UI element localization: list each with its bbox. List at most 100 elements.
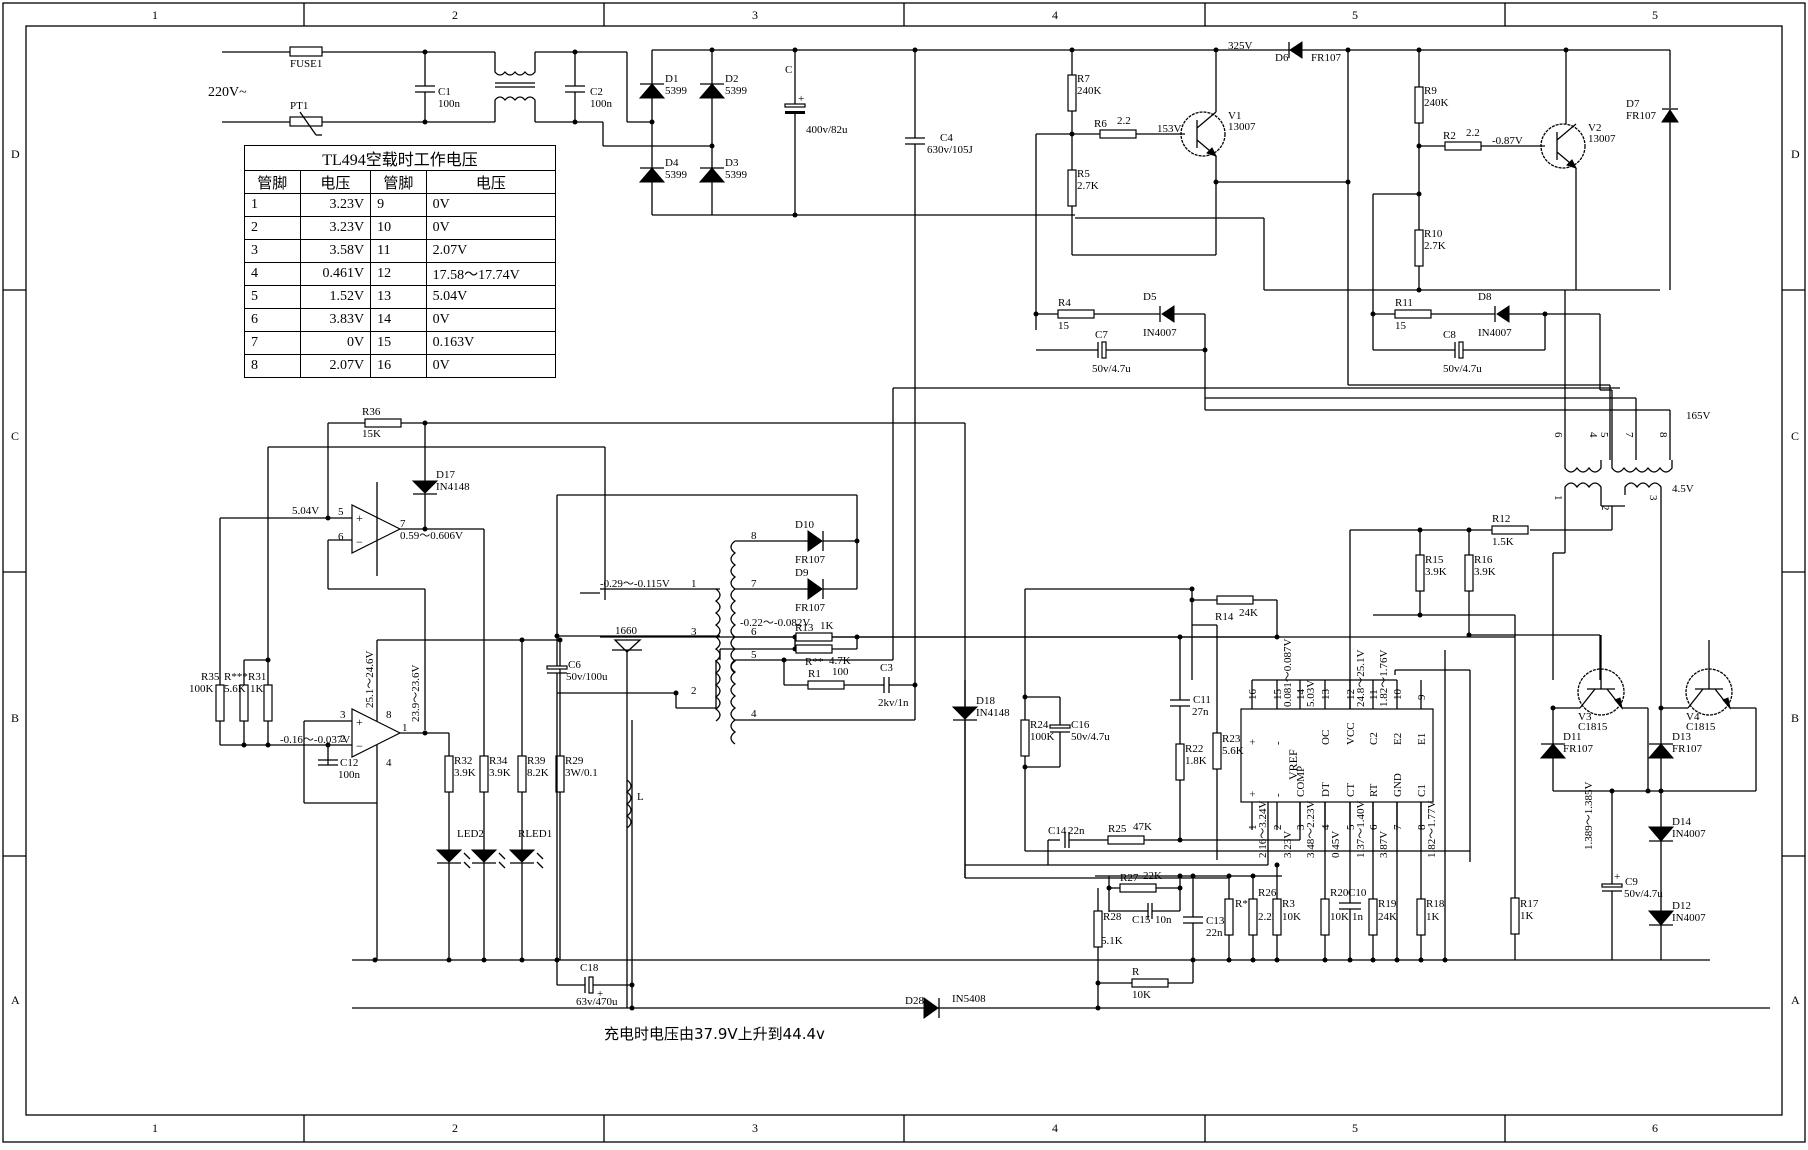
d4-value: 5399 — [665, 169, 688, 181]
r31-value: 1K — [250, 683, 264, 695]
diode-d14 — [1647, 826, 1675, 842]
ic-pin-label: C1 — [1416, 784, 1428, 797]
d1-value: 5399 — [665, 85, 688, 97]
r25-value: 47K — [1133, 821, 1152, 833]
t1-pin: 2 — [1599, 505, 1611, 511]
d6-label: D6 — [1275, 52, 1289, 64]
row-label: A — [1791, 993, 1800, 1007]
r34-label: R34 — [489, 755, 508, 767]
table-header: 管脚 — [244, 170, 301, 194]
r1-label: R1 — [808, 668, 821, 680]
t2-pin: 8 — [751, 530, 757, 542]
row-label: D — [1791, 147, 1800, 161]
diode-d17 — [411, 480, 439, 494]
r27-value: 22K — [1143, 870, 1162, 882]
r-value: 10K — [1132, 989, 1151, 1001]
q1660-label: 1660 — [615, 625, 638, 637]
c12-label: C12 — [340, 757, 358, 769]
half-bridge-v2: R9 240K R10 2.7K R2 2.2 -0.87V V2 13007 … — [1372, 47, 1679, 350]
opamp-pin: 4 — [386, 757, 392, 769]
rpp-label: R** — [805, 656, 823, 668]
t1-voltage-165: 165V — [1686, 410, 1711, 422]
rled1-label: RLED1 — [518, 828, 552, 840]
r23-value: 5.6K — [1222, 745, 1244, 757]
inductor-label: L — [637, 791, 644, 803]
rxx-value: 5.6K — [224, 683, 246, 695]
ic-pin-label: GND — [1392, 773, 1404, 797]
c14-value: 22n — [1068, 825, 1085, 837]
c4-value: 630v/105J — [927, 144, 974, 156]
r14-label: R14 — [1215, 611, 1234, 623]
t1-pin: 1 — [1552, 495, 1564, 501]
column-label: 3 — [752, 8, 758, 22]
d12-label: D12 — [1672, 900, 1691, 912]
c2-value: 100n — [590, 98, 613, 110]
r10-label: R10 — [1424, 228, 1443, 240]
voltage-cell: 3.83V — [299, 308, 372, 332]
voltage-cell: 0V — [425, 193, 557, 217]
ic-pin-label: OC — [1320, 730, 1332, 745]
voltage-cell: 0V — [299, 331, 372, 355]
c3-label: C3 — [880, 662, 893, 674]
ic-pin-number: 4 — [1320, 824, 1332, 830]
column-label: 1 — [152, 1121, 158, 1135]
c10-label: C10 — [1348, 887, 1367, 899]
ic-pin-voltage: 1.82～1.77V — [1426, 801, 1438, 858]
r25-label: R25 — [1108, 823, 1127, 835]
r18-label: R18 — [1426, 898, 1445, 910]
opamp-pin: 1 — [402, 722, 408, 734]
pin-number-cell: 7 — [244, 331, 301, 355]
c4-label: C4 — [940, 132, 953, 144]
rail-voltage: 325V — [1228, 40, 1253, 52]
column-label: 2 — [452, 1121, 458, 1135]
ic-pin-number: 8 — [1416, 824, 1428, 830]
r11-label: R11 — [1395, 297, 1413, 309]
d28-value: IN5408 — [952, 993, 986, 1005]
diode-d4 — [638, 167, 666, 183]
pin-number-cell: 3 — [244, 239, 301, 263]
ic-pin-number: 7 — [1392, 824, 1404, 830]
feedback-diode-d18: D18 IN4148 — [951, 423, 1010, 878]
r35-label: R35 — [201, 671, 220, 683]
column-label: 5 — [1352, 1121, 1358, 1135]
ic-pin-label: - — [1272, 741, 1284, 745]
r2-value: 2.2 — [1466, 127, 1480, 139]
r16-value: 3.9K — [1474, 566, 1496, 578]
column-label: 5 — [1652, 8, 1658, 22]
c7-label: C7 — [1095, 329, 1108, 341]
t1-pin: 7 — [1623, 432, 1635, 438]
column-label: 5 — [1352, 8, 1358, 22]
t2-pin: 7 — [751, 578, 757, 590]
t2-pin: 2 — [691, 685, 697, 697]
v1-value: 13007 — [1228, 121, 1256, 133]
diode-d5 — [1161, 305, 1175, 323]
opamp-pin: 8 — [386, 709, 392, 721]
column-label: 3 — [752, 1121, 758, 1135]
ic-pin-voltage: 3.48～2.23V — [1305, 801, 1317, 858]
ic-pin-label: VCC — [1345, 722, 1357, 745]
charge-voltage-note: 充电时电压由37.9V上升到44.4v — [604, 1025, 825, 1043]
ic-pin-label: DT — [1320, 782, 1332, 797]
voltage-cell: 0V — [425, 216, 557, 240]
v4-label: V4 — [1686, 711, 1700, 723]
r20-label: R20 — [1330, 887, 1349, 899]
led-symbols — [435, 849, 544, 869]
drive-snubber-networks: R4 15 D5 IN4007 C7 50v/4.7u R11 15 D8 IN… — [1033, 291, 1670, 411]
d2-label: D2 — [725, 73, 738, 85]
c18-label: C18 — [580, 962, 599, 974]
table-header: 管脚 — [370, 170, 427, 194]
r19-value: 24K — [1378, 911, 1397, 923]
ic-pin-label: + — [1247, 791, 1259, 797]
voltage-cell: 3.58V — [299, 239, 372, 263]
c1-value: 100n — [438, 98, 461, 110]
pin-number-cell: 12 — [370, 262, 427, 286]
c9-value: 50v/4.7u — [1624, 888, 1663, 900]
t2-pin: 5 — [751, 649, 757, 661]
driver-transistors: V3 C1815 V4 C1815 D11 FR107 D13 FR107 1.… — [1510, 615, 1757, 960]
c6-label: C6 — [568, 659, 581, 671]
c11-label: C11 — [1193, 694, 1211, 706]
